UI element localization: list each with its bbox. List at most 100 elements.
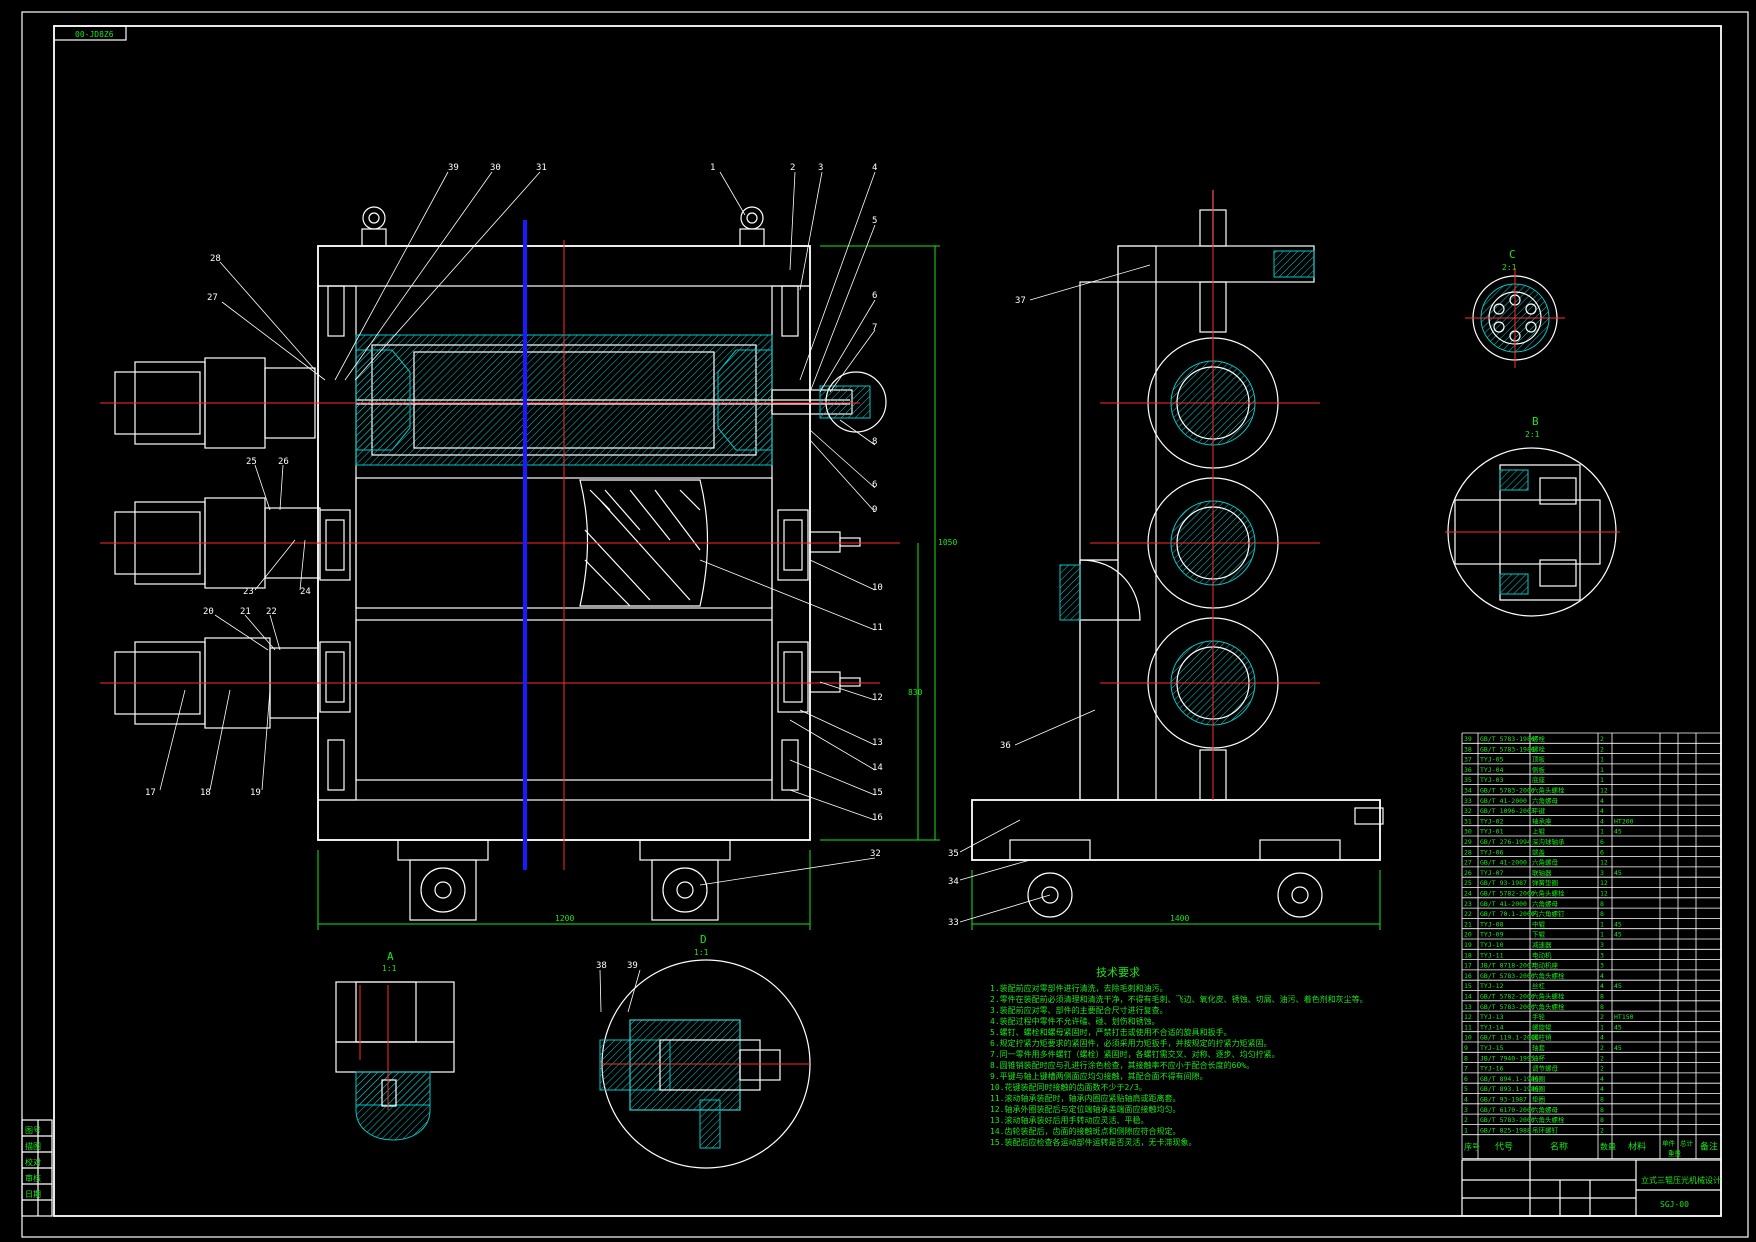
bom-row-number: 37 bbox=[1464, 756, 1472, 764]
bom-row-qty: 4 bbox=[1600, 1075, 1604, 1083]
bom-row-number: 29 bbox=[1464, 838, 1472, 846]
bom-row-name: 六角螺母 bbox=[1532, 899, 1559, 908]
bom-row-number: 10 bbox=[1464, 1034, 1472, 1042]
svg-text:39: 39 bbox=[448, 163, 459, 173]
bom-row-code: GB/T 5783-1986 bbox=[1480, 735, 1535, 743]
bom-row-name: 减速器 bbox=[1532, 940, 1552, 949]
svg-text:D: D bbox=[700, 933, 707, 946]
bom-row-name: 六角头螺栓 bbox=[1532, 1002, 1565, 1011]
bom-row-name: 螺旋辊 bbox=[1532, 1022, 1552, 1031]
bom-row-qty: 4 bbox=[1600, 807, 1604, 815]
bom-row-name: 挡圈 bbox=[1532, 1074, 1545, 1083]
bom-row-code: GB/T 5783-2000 bbox=[1480, 1003, 1535, 1011]
bom-row-qty: 1 bbox=[1600, 920, 1604, 928]
bom-row-number: 24 bbox=[1464, 890, 1472, 898]
svg-text:38: 38 bbox=[596, 961, 607, 971]
svg-text:2:1: 2:1 bbox=[1502, 263, 1517, 272]
svg-text:12: 12 bbox=[872, 693, 883, 703]
lifting-eye-right bbox=[740, 206, 764, 230]
bom-row-code: GB/T 93-1987 bbox=[1480, 1096, 1527, 1104]
bom-row-qty: 12 bbox=[1600, 859, 1608, 867]
bom-row-number: 13 bbox=[1464, 1003, 1472, 1011]
svg-text:830: 830 bbox=[908, 688, 923, 697]
bom-row-name: 轴套 bbox=[1532, 1043, 1546, 1052]
bom-row-name: 弹簧垫圈 bbox=[1532, 878, 1558, 887]
bom-row-number: 8 bbox=[1464, 1054, 1468, 1062]
bom-row-name: 底座 bbox=[1532, 775, 1546, 784]
bom-row-number: 25 bbox=[1464, 879, 1472, 887]
bom-row-number: 33 bbox=[1464, 797, 1472, 805]
svg-text:2.零件在装配前必须清理和清洗干净，不得有毛刺、飞边、氧化皮: 2.零件在装配前必须清理和清洗干净，不得有毛刺、飞边、氧化皮、锈蚀、切屑、油污、… bbox=[990, 994, 1368, 1004]
bom-row-number: 17 bbox=[1464, 962, 1472, 970]
bom-row-qty: 12 bbox=[1600, 890, 1608, 898]
bom-row-qty: 2 bbox=[1600, 735, 1604, 743]
bom-row-code: TYJ-13 bbox=[1480, 1013, 1504, 1021]
bom-row-name: 六角头螺栓 bbox=[1532, 971, 1565, 980]
bom-row-qty: 4 bbox=[1600, 1085, 1604, 1093]
svg-text:11: 11 bbox=[872, 623, 883, 633]
bom-row-material: HT200 bbox=[1614, 817, 1634, 825]
bom-row-qty: 2 bbox=[1600, 1126, 1604, 1134]
svg-text:27: 27 bbox=[207, 293, 218, 303]
svg-text:13.滚动轴承装好后用手转动应灵活、平稳。: 13.滚动轴承装好后用手转动应灵活、平稳。 bbox=[990, 1115, 1148, 1125]
bom-row-code: TYJ-03 bbox=[1480, 776, 1504, 784]
svg-text:审核: 审核 bbox=[25, 1173, 41, 1183]
svg-text:15.装配后应检查各运动部件运转是否灵活，无卡滞现象。: 15.装配后应检查各运动部件运转是否灵活，无卡滞现象。 bbox=[990, 1137, 1196, 1147]
bom-row-number: 35 bbox=[1464, 776, 1472, 784]
svg-text:8: 8 bbox=[872, 437, 877, 447]
callout-labels-front: 1 2 3 4 5 6 7 8 6 9 10 11 12 13 14 15 16… bbox=[145, 163, 883, 859]
svg-text:24: 24 bbox=[300, 587, 311, 597]
bom-row-number: 38 bbox=[1464, 745, 1472, 753]
bom-row-material: 45 bbox=[1614, 931, 1622, 939]
bom-row-qty: 8 bbox=[1600, 1116, 1604, 1124]
svg-text:26: 26 bbox=[278, 457, 289, 467]
bom-row-qty: 1 bbox=[1600, 776, 1604, 784]
bom-row-number: 39 bbox=[1464, 735, 1472, 743]
svg-text:3.装配前应对零、部件的主要配合尺寸进行复查。: 3.装配前应对零、部件的主要配合尺寸进行复查。 bbox=[990, 1005, 1168, 1015]
svg-text:1400: 1400 bbox=[1170, 914, 1189, 923]
bom-row-code: GB/T 119.1-2000 bbox=[1480, 1034, 1539, 1042]
bom-row-number: 28 bbox=[1464, 848, 1472, 856]
bom-row-code: GB/T 894.1-1986 bbox=[1480, 1075, 1539, 1083]
bom-row-qty: 6 bbox=[1600, 838, 1604, 846]
bom-row-qty: 2 bbox=[1600, 1054, 1604, 1062]
bom-row-name: 六角头螺栓 bbox=[1532, 992, 1565, 1001]
bom-header: 数量 bbox=[1600, 1142, 1616, 1152]
bom-row-qty: 2 bbox=[1600, 745, 1604, 753]
tech-requirements: 技术要求 1.装配前应对零部件进行清洗，去除毛刺和油污。 2.零件在装配前必须清… bbox=[990, 966, 1368, 1147]
tech-requirements-title: 技术要求 bbox=[1096, 966, 1140, 979]
svg-text:25: 25 bbox=[246, 457, 257, 467]
svg-text:22: 22 bbox=[266, 607, 277, 617]
bom-row-material: 45 bbox=[1614, 920, 1622, 928]
front-view: 1200 1050 830 bbox=[100, 206, 957, 930]
svg-text:日期: 日期 bbox=[25, 1190, 41, 1199]
bom-row-name: 端盖 bbox=[1532, 847, 1546, 856]
bom-row-name: 六角螺母 bbox=[1532, 858, 1559, 867]
bom-row-qty: 2 bbox=[1600, 1044, 1604, 1052]
bom-row-number: 36 bbox=[1464, 766, 1472, 774]
bom-row-name: 深沟球轴承 bbox=[1532, 837, 1565, 846]
svg-text:3: 3 bbox=[818, 163, 823, 173]
svg-text:30: 30 bbox=[490, 163, 501, 173]
svg-text:9.平键与轴上键槽两侧面应均匀接触，其配合面不得有间隙。: 9.平键与轴上键槽两侧面应均匀接触，其配合面不得有间隙。 bbox=[990, 1071, 1208, 1081]
bom-row-qty: 4 bbox=[1600, 797, 1604, 805]
bom-row-qty: 1 bbox=[1600, 766, 1604, 774]
bom-row-number: 30 bbox=[1464, 828, 1472, 836]
bom-row-name: 手轮 bbox=[1532, 1012, 1546, 1021]
bom-row-qty: 3 bbox=[1600, 962, 1604, 970]
bom-row-name: 螺栓 bbox=[1532, 744, 1546, 753]
bom-row-code: TYJ-04 bbox=[1480, 766, 1504, 774]
svg-text:17: 17 bbox=[145, 788, 156, 798]
bom-row-code: TYJ-15 bbox=[1480, 1044, 1504, 1052]
svg-text:1: 1 bbox=[710, 163, 715, 173]
bom-row-name: 六角头螺栓 bbox=[1532, 1115, 1565, 1124]
lifting-eye-left bbox=[362, 206, 386, 230]
bom-row-material: 45 bbox=[1614, 1044, 1622, 1052]
svg-text:21: 21 bbox=[240, 607, 251, 617]
svg-text:4.装配过程中零件不允许磕、碰、划伤和锈蚀。: 4.装配过程中零件不允许磕、碰、划伤和锈蚀。 bbox=[990, 1016, 1160, 1026]
bom-row-number: 1 bbox=[1464, 1126, 1468, 1134]
bom-row-number: 16 bbox=[1464, 972, 1472, 980]
side-block: 图号 描图 校对 审核 日期 bbox=[21, 1119, 53, 1217]
